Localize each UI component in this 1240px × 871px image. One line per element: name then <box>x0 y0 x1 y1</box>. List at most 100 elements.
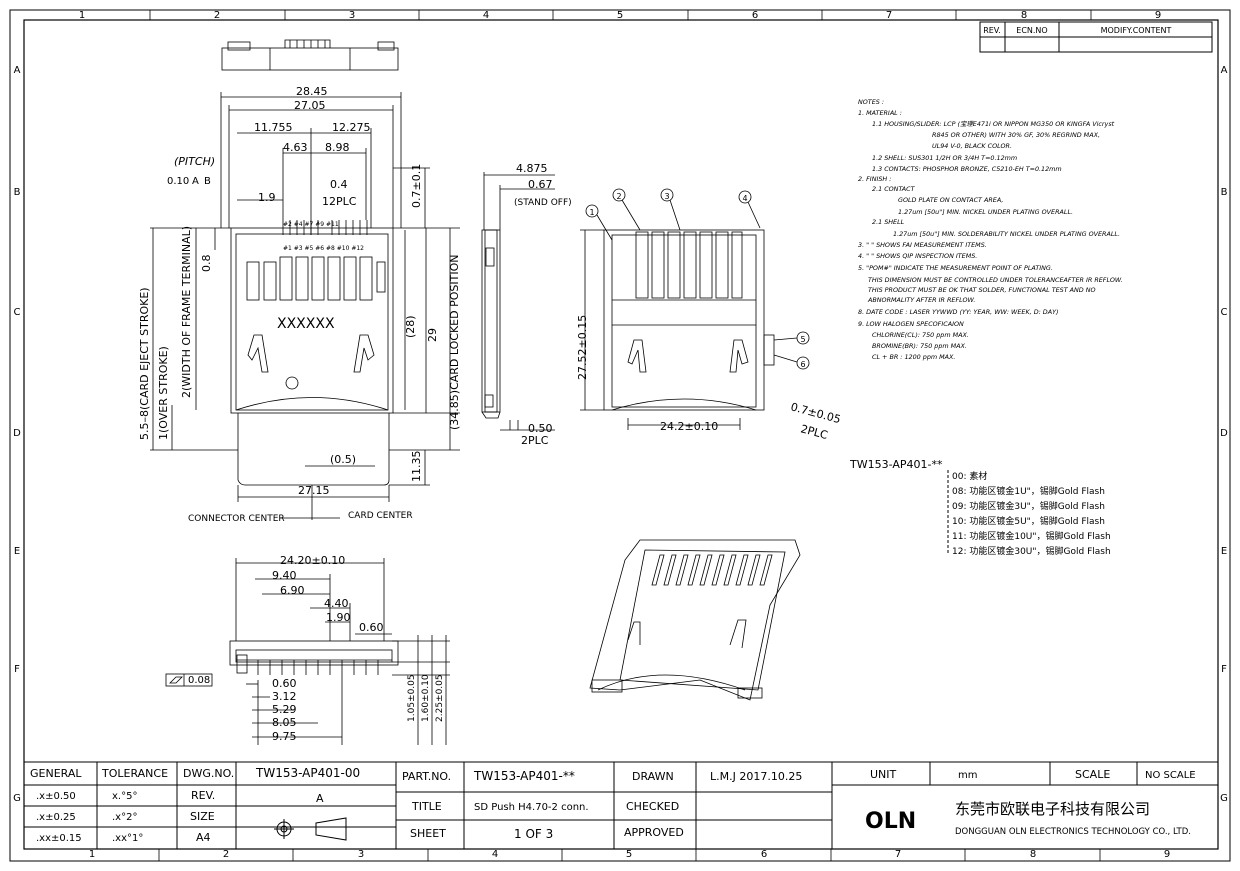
col-number: 6 <box>752 10 758 21</box>
dwg-no: TW153-AP401-00 <box>255 766 360 780</box>
dim-1-90: 1.90 <box>326 611 351 624</box>
dim-4-40: 4.40 <box>324 597 349 610</box>
front-view-drawing <box>150 92 460 520</box>
note-line: THIS DIMENSION MUST BE CONTROLLED UNDER … <box>868 276 1123 284</box>
revision-table: REV. ECN.NO MODIFY.CONTENT <box>979 21 1213 53</box>
dim-3-12: 3.12 <box>272 690 297 703</box>
note-line: 1.3 CONTACTS: PHOSPHOR BRONZE, C5210-EH … <box>872 165 1062 173</box>
drawn-value: L.M.J 2017.10.25 <box>710 770 802 783</box>
note-line: 2.1 SHELL <box>872 218 905 226</box>
tolerance-label: TOLERANCE <box>101 767 168 780</box>
sheet-value: 1 OF 3 <box>514 827 553 841</box>
note-line: 1.27um [50u"] MIN. SOLDERABILITY NICKEL … <box>893 230 1120 238</box>
dim-0-60-top: 0.60 <box>359 621 384 634</box>
balloon-1: 1 <box>589 208 594 217</box>
dim-24-20: 24.20±0.10 <box>280 554 345 567</box>
dim-8-98: 8.98 <box>325 141 350 154</box>
drawn-label: DRAWN <box>632 770 674 783</box>
footprint-view-dims: 24.20±0.10 9.40 6.90 4.40 1.90 0.60 0.08… <box>188 554 445 743</box>
dim-28-45: 28.45 <box>296 85 328 98</box>
note-line: 3. " " SHOWS FAI MEASUREMENT ITEMS. <box>858 241 987 249</box>
dim-0-67: 0.67 <box>528 178 553 191</box>
tol-xxx: .xx±0.15 <box>36 833 82 844</box>
tol-xx: .x±0.25 <box>36 812 76 823</box>
dim-0-60: 0.60 <box>272 677 297 690</box>
note-line: 9. LOW HALOGEN SPECOFICAION <box>858 320 964 328</box>
row-letter: G <box>13 793 21 804</box>
notes-block: NOTES : 1. MATERIAL : 1.1 HOUSING/SLIDER… <box>858 98 1123 361</box>
col-number: 3 <box>358 849 364 860</box>
row-letter: D <box>1220 428 1228 439</box>
note-line: CL + BR : 1200 ppm MAX. <box>872 353 955 361</box>
rev-label: REV. <box>191 789 215 802</box>
top-view-drawing <box>221 39 399 71</box>
company-logo: OLN <box>865 809 916 834</box>
balloon-4: 4 <box>742 194 747 203</box>
side-view-dims: 4.875 0.67 (STAND OFF) 0.50 2PLC <box>514 162 572 447</box>
col-number: 2 <box>214 10 220 21</box>
rev-value: A <box>316 792 324 805</box>
size-value: A4 <box>196 831 211 844</box>
dim-0-7: 0.7±0.1 <box>410 164 423 208</box>
pin-labels-top: #2 #4 #7 #9 #11 <box>283 221 339 228</box>
marking-text: XXXXXX <box>277 316 335 332</box>
dim-27-52: 27.52±0.15 <box>576 315 589 380</box>
dim-2-25: 2.25±0.05 <box>435 674 445 722</box>
variant-item: 08: 功能区镀金1U"，锡脚Gold Flash <box>952 485 1105 497</box>
dim-8-05: 8.05 <box>272 716 297 729</box>
col-number: 9 <box>1155 10 1161 21</box>
variant-item: 12: 功能区镀金30U"，锡脚Gold Flash <box>952 545 1111 557</box>
variant-base: TW153-AP401-** <box>849 458 943 471</box>
part-variant-list: TW153-AP401-** 00: 素材 08: 功能区镀金1U"，锡脚Gol… <box>849 458 1111 557</box>
note-line: 2. FINISH : <box>858 175 891 183</box>
row-letter: D <box>13 428 21 439</box>
datum-b: B <box>204 176 211 187</box>
note-line: 5. "POM#" INDICATE THE MEASUREMENT POINT… <box>858 264 1053 272</box>
scale-value: NO SCALE <box>1145 770 1196 781</box>
approved-label: APPROVED <box>624 826 684 839</box>
plc-2: 2PLC <box>521 434 549 447</box>
part-no-label: PART.NO. <box>402 770 451 783</box>
datum-a: A <box>192 176 199 187</box>
variant-item: 10: 功能区镀金5U"，锡脚Gold Flash <box>952 515 1105 527</box>
unit-label: UNIT <box>870 768 897 781</box>
ang-tol-1: x.°5° <box>112 791 137 802</box>
row-letter: F <box>14 664 20 675</box>
col-number: 8 <box>1030 849 1036 860</box>
balloon-3: 3 <box>664 192 669 201</box>
modify-header: MODIFY.CONTENT <box>1101 26 1172 35</box>
row-letter: C <box>14 307 21 318</box>
scale-label: SCALE <box>1075 768 1110 781</box>
dim-0-7-05: 0.7±0.05 <box>789 400 842 426</box>
row-letter: B <box>1221 187 1228 198</box>
row-letter: G <box>1220 793 1228 804</box>
note-line: R845 OR OTHER) WITH 30% GF, 30% REGRIND … <box>932 131 1100 139</box>
balloon-5: 5 <box>800 335 805 344</box>
checked-label: CHECKED <box>626 800 679 813</box>
col-number: 3 <box>349 10 355 21</box>
note-line: GOLD PLATE ON CONTACT AREA, <box>898 196 1003 204</box>
column-index-top: 1 2 3 4 5 6 7 8 9 <box>79 10 1161 21</box>
dim-11-35: 11.35 <box>410 451 423 483</box>
stand-off-label: (STAND OFF) <box>514 198 572 208</box>
position-tolerance: 0.10 <box>167 176 189 187</box>
dim-27-05: 27.05 <box>294 99 326 112</box>
unit-value: mm <box>958 770 977 781</box>
row-letter: E <box>14 546 20 557</box>
over-stroke-label: 1(OVER STROKE) <box>157 346 170 440</box>
card-eject-stroke-label: 5.5–8(CARD EJECT STROKE) <box>138 287 151 440</box>
plc-12: 12PLC <box>322 195 357 208</box>
dim-0-5: (0.5) <box>330 453 356 466</box>
side-view-drawing <box>481 172 555 431</box>
note-line: CHLORINE(CL): 750 ppm MAX. <box>872 331 969 339</box>
dim-9-75: 9.75 <box>272 730 297 743</box>
title-block-text: GENERAL TOLERANCE .x±0.50 .x±0.25 .xx±0.… <box>30 766 1196 844</box>
variant-item: 11: 功能区镀金10U"，锡脚Gold Flash <box>952 530 1111 542</box>
dim-4-875: 4.875 <box>516 162 548 175</box>
column-ticks <box>149 10 1101 861</box>
flatness-tol: 0.08 <box>188 675 210 686</box>
note-line: 1.2 SHELL: SUS301 1/2H OR 3/4H T=0.12mm <box>872 154 1017 162</box>
dim-12-275: 12.275 <box>332 121 371 134</box>
balloon-6: 6 <box>800 360 805 369</box>
title-value: SD Push H4.70-2 conn. <box>474 802 589 813</box>
